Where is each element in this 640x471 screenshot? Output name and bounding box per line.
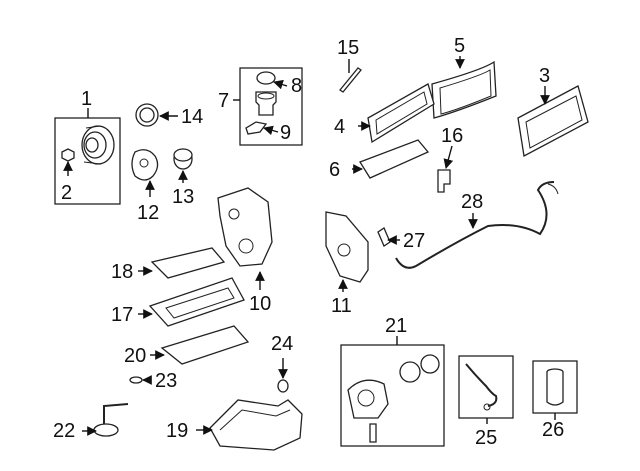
part-1-group[interactable] — [54, 108, 121, 205]
part-7-group[interactable] — [233, 67, 303, 146]
damper-bolt[interactable] — [61, 148, 75, 176]
part-26-group[interactable] — [532, 360, 578, 420]
callout-5: 5 — [454, 35, 465, 57]
callout-4: 4 — [334, 116, 345, 138]
callout-12: 12 — [137, 202, 159, 224]
callout-28: 28 — [461, 191, 483, 213]
part-15-rod[interactable] — [339, 59, 362, 93]
callout-16: 16 — [441, 125, 463, 147]
callout-23: 23 — [155, 370, 177, 392]
part-21-group[interactable] — [340, 336, 445, 447]
part-5-gasket[interactable] — [431, 56, 497, 119]
part-13-ring[interactable] — [173, 148, 193, 183]
part-12-tensioner[interactable] — [131, 149, 159, 197]
part-11-timing-cover[interactable] — [325, 211, 369, 292]
callout-labels: 1 2 3 4 5 6 7 8 9 10 11 12 13 14 15 16 1… — [53, 35, 564, 449]
callout-21: 21 — [385, 315, 407, 337]
part-22-pickup-tube[interactable] — [82, 403, 129, 437]
callout-9: 9 — [280, 122, 291, 144]
callout-2: 2 — [61, 182, 72, 204]
part-3-valve-cover[interactable] — [517, 85, 589, 158]
callout-26: 26 — [542, 419, 564, 441]
part-16-sensor[interactable] — [437, 145, 454, 193]
part-14-seal[interactable] — [135, 103, 178, 127]
callout-18: 18 — [111, 261, 133, 283]
callout-25: 25 — [475, 427, 497, 449]
callout-15: 15 — [337, 37, 359, 59]
callout-22: 22 — [53, 420, 75, 442]
part-4-valve-cover[interactable] — [358, 83, 435, 144]
callout-19: 19 — [166, 420, 188, 442]
callout-13: 13 — [172, 186, 194, 208]
callout-8: 8 — [291, 75, 302, 97]
callout-6: 6 — [329, 159, 340, 181]
part-28-dipstick-tube[interactable] — [395, 181, 559, 269]
filler-gasket[interactable] — [245, 121, 279, 136]
part-10-timing-cover[interactable] — [217, 187, 273, 290]
callout-1: 1 — [81, 88, 92, 110]
part-6-gasket[interactable] — [352, 139, 430, 179]
callout-24: 24 — [271, 333, 293, 355]
oil-pump[interactable] — [347, 354, 440, 443]
part-25-group[interactable] — [458, 355, 514, 424]
part-27-sensor[interactable] — [377, 227, 400, 247]
oil-filler-cap[interactable] — [256, 71, 288, 90]
callout-11: 11 — [331, 295, 352, 317]
callout-7: 7 — [218, 90, 229, 112]
callout-20: 20 — [124, 345, 146, 367]
filler-tube[interactable] — [255, 91, 277, 116]
part-20-gasket[interactable] — [150, 325, 250, 365]
crankshaft-damper[interactable] — [81, 125, 115, 165]
callout-17: 17 — [111, 304, 133, 326]
part-18-gasket[interactable] — [138, 247, 226, 279]
callout-3: 3 — [539, 65, 550, 87]
part-17-upper-oil-pan[interactable] — [138, 277, 245, 327]
part-23-o-ring[interactable] — [129, 375, 152, 385]
callout-27: 27 — [403, 230, 425, 252]
callout-10: 10 — [249, 293, 271, 315]
part-19-oil-pan[interactable] — [196, 399, 303, 451]
part-24-drain-plug[interactable] — [277, 358, 289, 393]
callout-14: 14 — [181, 106, 203, 128]
